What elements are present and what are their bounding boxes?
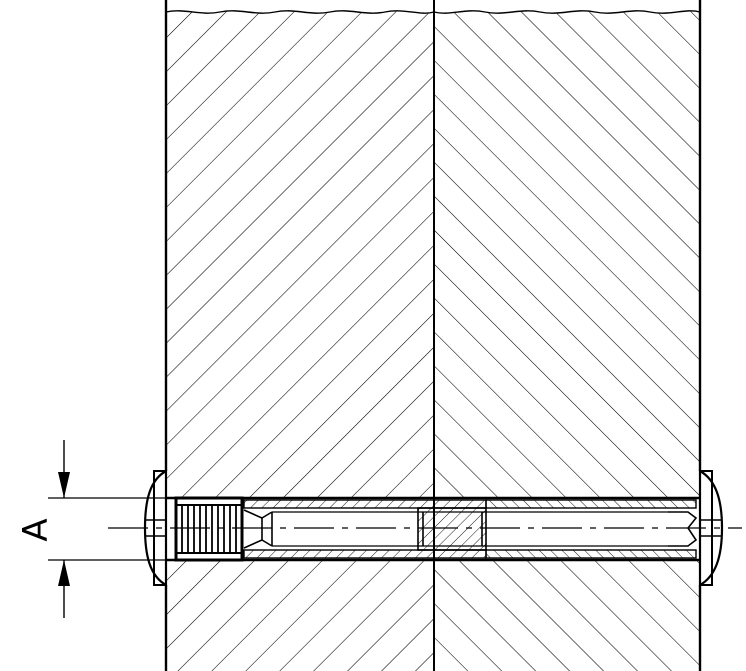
left-panel-section: [166, 10, 434, 671]
threaded-sleeve: [243, 499, 697, 559]
dimension-label: A: [16, 518, 56, 542]
right-screw-head: [698, 469, 724, 587]
dimension-a: [48, 440, 166, 618]
screw-shank: [243, 507, 698, 551]
panel-outlines: [164, 0, 702, 671]
right-panel-section: [434, 10, 700, 671]
left-screw-head: [143, 469, 168, 587]
knurled-nut: [174, 496, 244, 562]
